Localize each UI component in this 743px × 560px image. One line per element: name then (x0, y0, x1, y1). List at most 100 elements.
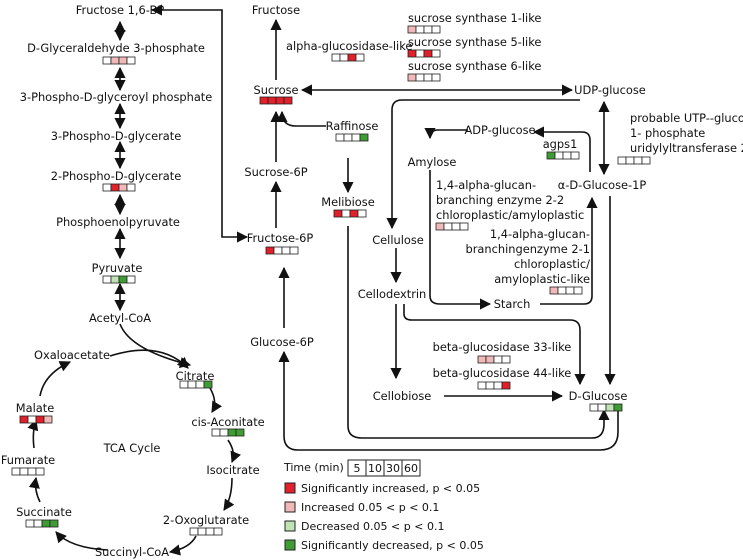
heatmap-cell-oxoglutarate-0 (189, 527, 199, 536)
heatmap-cell-melibiose-1 (341, 209, 351, 218)
legend-swatch-increased (284, 501, 296, 513)
heatmap-cell-be22-2 (451, 222, 461, 231)
heatmap-cell-dglucose-3 (613, 403, 623, 412)
arrow-succinylcoa-succinate (55, 531, 109, 551)
heatmap-citrate (179, 380, 213, 389)
heatmap-cell-fructose6p-1 (273, 246, 283, 255)
label-phosphoenolpyruvate: Phosphoenolpyruvate (56, 215, 180, 229)
label-fumarate: Fumarate (1, 453, 55, 467)
heatmap-pyruvate (102, 275, 136, 284)
arrow-starch-g1p (540, 196, 598, 305)
heatmap-cell-cisaconitate-2 (227, 428, 237, 437)
heatmap-cell-bgl33-1 (485, 355, 495, 364)
label-ugp-line3: uridylyltransferase 2 (630, 141, 743, 155)
heatmap-cell-raffinose-1 (343, 133, 353, 142)
heatmap-beta-glucosidase-44 (477, 381, 511, 390)
arrow-amylose-starch (429, 170, 492, 310)
heatmap-2-oxoglutarate (189, 527, 223, 536)
heatmap-cell-bgl33-0 (477, 355, 487, 364)
heatmap-cis-aconitate (211, 428, 245, 437)
label-succinate: Succinate (16, 505, 72, 519)
label-amylose: Amylose (408, 155, 457, 169)
heatmap-sucrose (259, 96, 293, 105)
label-be22-line1: 1,4-alpha-glucan- (436, 178, 536, 192)
heatmap-be21 (549, 286, 583, 295)
heatmap-cell-fumarate-3 (35, 467, 45, 476)
label-fructose: Fructose (252, 3, 300, 17)
legend-label-sig-decreased: Significantly decreased, p < 0.05 (301, 539, 484, 552)
heatmap-be22 (435, 222, 469, 231)
heatmap-cell-be21-0 (549, 286, 559, 295)
label-succinyl-coa: Succinyl-CoA (95, 545, 169, 559)
heatmap-cell-pyruvate-0 (102, 275, 112, 284)
heatmap-cell-bgl33-3 (501, 355, 511, 364)
heatmap-cell-pyruvate-1 (110, 275, 120, 284)
legend-label-sig-increased: Significantly increased, p < 0.05 (301, 482, 480, 495)
heatmap-cell-sus6-0 (407, 73, 417, 82)
heatmap-cell-succinate-2 (41, 519, 51, 528)
heatmap-cell-g3p-0 (102, 56, 112, 65)
label-agps1: agps1 (543, 137, 578, 151)
heatmap-cell-raffinose-0 (335, 133, 345, 142)
heatmap-cell-bgl33-2 (493, 355, 503, 364)
heatmap-cell-citrate-1 (187, 380, 197, 389)
label-phospho-glyceroyl-phosphate: 3-Phospho-D-glyceroyl phosphate (20, 90, 213, 104)
arrow-oxoglutarate-succinylcoa (168, 535, 197, 556)
label-citrate: Citrate (176, 369, 215, 383)
label-cellobiose: Cellobiose (373, 389, 432, 403)
heatmap-cell-malate-0 (19, 415, 29, 424)
heatmap-cell-pg2-1 (110, 183, 120, 192)
label-beta-glucosidase-44: beta-glucosidase 44-like (433, 366, 572, 380)
heatmap-cell-agps1-3 (570, 151, 580, 160)
heatmap-cell-sus1-0 (407, 25, 417, 34)
arrow-dglucose-glucose6p (278, 350, 619, 451)
label-melibiose: Melibiose (321, 195, 374, 209)
legend-swatch-sig-increased (284, 482, 296, 494)
arrow-adpglucose-amylose (424, 127, 468, 140)
heatmap-cell-aglucosidase-3 (355, 53, 365, 62)
arrow-citrate-cisaconitate (209, 387, 222, 413)
heatmap-cell-oxoglutarate-3 (213, 527, 223, 536)
label-cis-aconitate: cis-Aconitate (191, 415, 264, 429)
heatmap-cell-be21-1 (557, 286, 567, 295)
heatmap-cell-agps1-1 (554, 151, 564, 160)
heatmap-cell-pyruvate-2 (118, 275, 128, 284)
legend-label-decreased: Decreased 0.05 < p < 0.1 (301, 520, 444, 533)
heatmap-sucrose-synthase-1 (407, 25, 441, 34)
label-oxaloacetate: Oxaloacetate (34, 348, 110, 362)
label-alpha-glucosidase: alpha-glucosidase-like (286, 39, 412, 53)
heatmap-cell-fumarate-1 (19, 467, 29, 476)
heatmap-cell-aglucosidase-0 (331, 53, 341, 62)
heatmap-cell-sus5-0 (407, 49, 417, 58)
heatmap-cell-succinate-3 (49, 519, 59, 528)
legend-time-boxes: 5 10 30 60 (347, 459, 421, 477)
heatmap-cell-malate-1 (27, 415, 37, 424)
heatmap-melibiose (333, 209, 367, 218)
heatmap-cell-raffinose-3 (359, 133, 369, 142)
heatmap-cell-ugp-2 (633, 156, 643, 165)
label-be22-line3: chloroplastic/amyloplastic (436, 208, 584, 222)
heatmap-cell-sus5-3 (431, 49, 441, 58)
heatmap-cell-citrate-2 (195, 380, 205, 389)
heatmap-cell-be21-3 (573, 286, 583, 295)
heatmap-cell-be22-0 (435, 222, 445, 231)
arrow-succinate-fumarate (28, 476, 41, 503)
heatmap-cell-cisaconitate-0 (211, 428, 221, 437)
heatmap-cell-dglucose-1 (597, 403, 607, 412)
arrow-g1p-adpglucose (532, 126, 591, 172)
arrow-isocitrate-oxoglutarate (223, 477, 235, 511)
heatmap-cell-oxoglutarate-2 (205, 527, 215, 536)
heatmap-cell-dglucose-0 (589, 403, 599, 412)
heatmap-cell-citrate-0 (179, 380, 189, 389)
heatmap-cell-cisaconitate-3 (235, 428, 245, 437)
label-malate: Malate (16, 401, 54, 415)
arrow-melibiose-dglucose (347, 226, 610, 439)
heatmap-cell-ugp-0 (617, 156, 627, 165)
arrow-cellodextrin-dglucose (403, 304, 586, 386)
heatmap-cell-citrate-3 (203, 380, 213, 389)
heatmap-d-glucose (589, 403, 623, 412)
label-starch: Starch (494, 297, 531, 311)
heatmap-raffinose (335, 133, 369, 142)
label-udp-glucose: UDP-glucose (574, 83, 646, 97)
heatmap-alpha-glucosidase (331, 53, 365, 62)
